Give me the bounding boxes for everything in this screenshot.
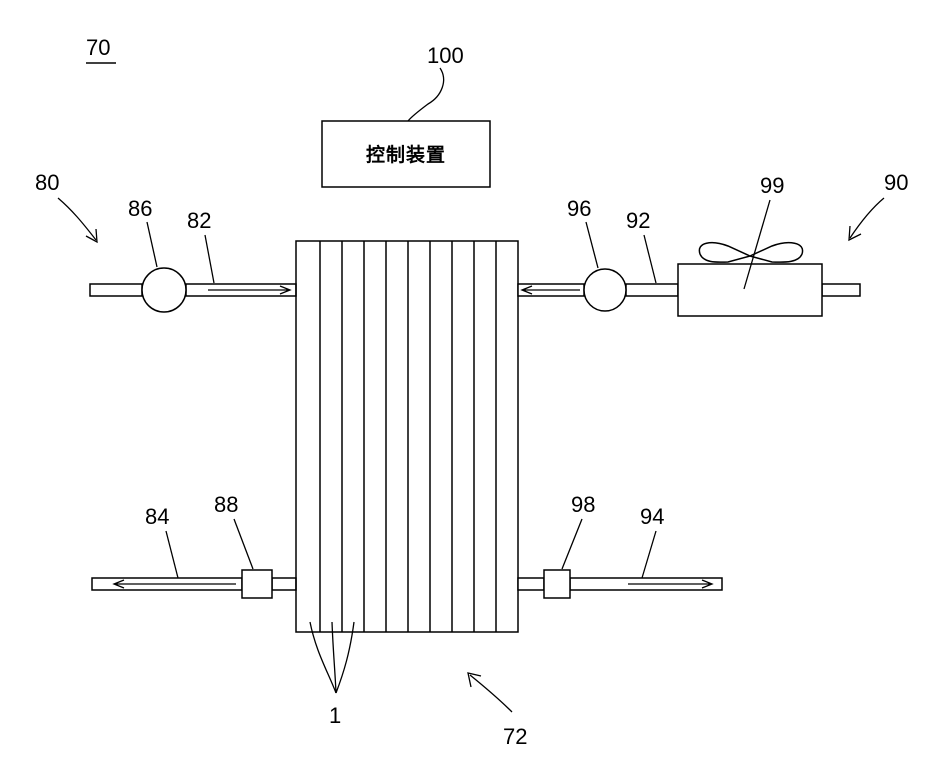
leader-86	[147, 222, 157, 267]
leader-94	[642, 531, 656, 578]
label-96: 96	[567, 196, 591, 221]
label-84: 84	[145, 504, 169, 529]
stack-outline	[296, 241, 518, 632]
leader-100	[408, 68, 444, 121]
valve-88	[242, 570, 272, 598]
leader-92	[644, 235, 656, 283]
label-82: 82	[187, 208, 211, 233]
label-70: 70	[86, 35, 110, 60]
fan-blade-icon	[699, 243, 802, 262]
leader-80	[58, 198, 96, 240]
label-100: 100	[427, 43, 464, 68]
leader-72	[470, 675, 512, 712]
fuel-cell-stack	[296, 241, 518, 632]
pipe-84-right-segment	[272, 578, 296, 590]
humidifier-99	[678, 264, 822, 316]
label-1: 1	[329, 703, 341, 728]
leader-84	[166, 531, 178, 578]
pipe-82-left-segment	[90, 284, 142, 296]
label-88: 88	[214, 492, 238, 517]
label-80: 80	[35, 170, 59, 195]
leader-82	[205, 235, 214, 283]
leader-96	[586, 222, 598, 268]
pipe-92-outlet	[822, 284, 860, 296]
leader-98	[562, 519, 582, 569]
label-72: 72	[503, 724, 527, 749]
leader-90	[850, 198, 884, 238]
pipe-94-left-segment	[518, 578, 544, 590]
label-90: 90	[884, 170, 908, 195]
label-86: 86	[128, 196, 152, 221]
label-94: 94	[640, 504, 664, 529]
leader-88	[234, 519, 253, 569]
pump-96	[584, 269, 626, 311]
pipe-92	[626, 284, 678, 296]
valve-98	[544, 570, 570, 598]
label-99: 99	[760, 173, 784, 198]
controller-label: 控制装置	[366, 143, 446, 166]
pump-86	[142, 268, 186, 312]
label-98: 98	[571, 492, 595, 517]
label-92: 92	[626, 208, 650, 233]
